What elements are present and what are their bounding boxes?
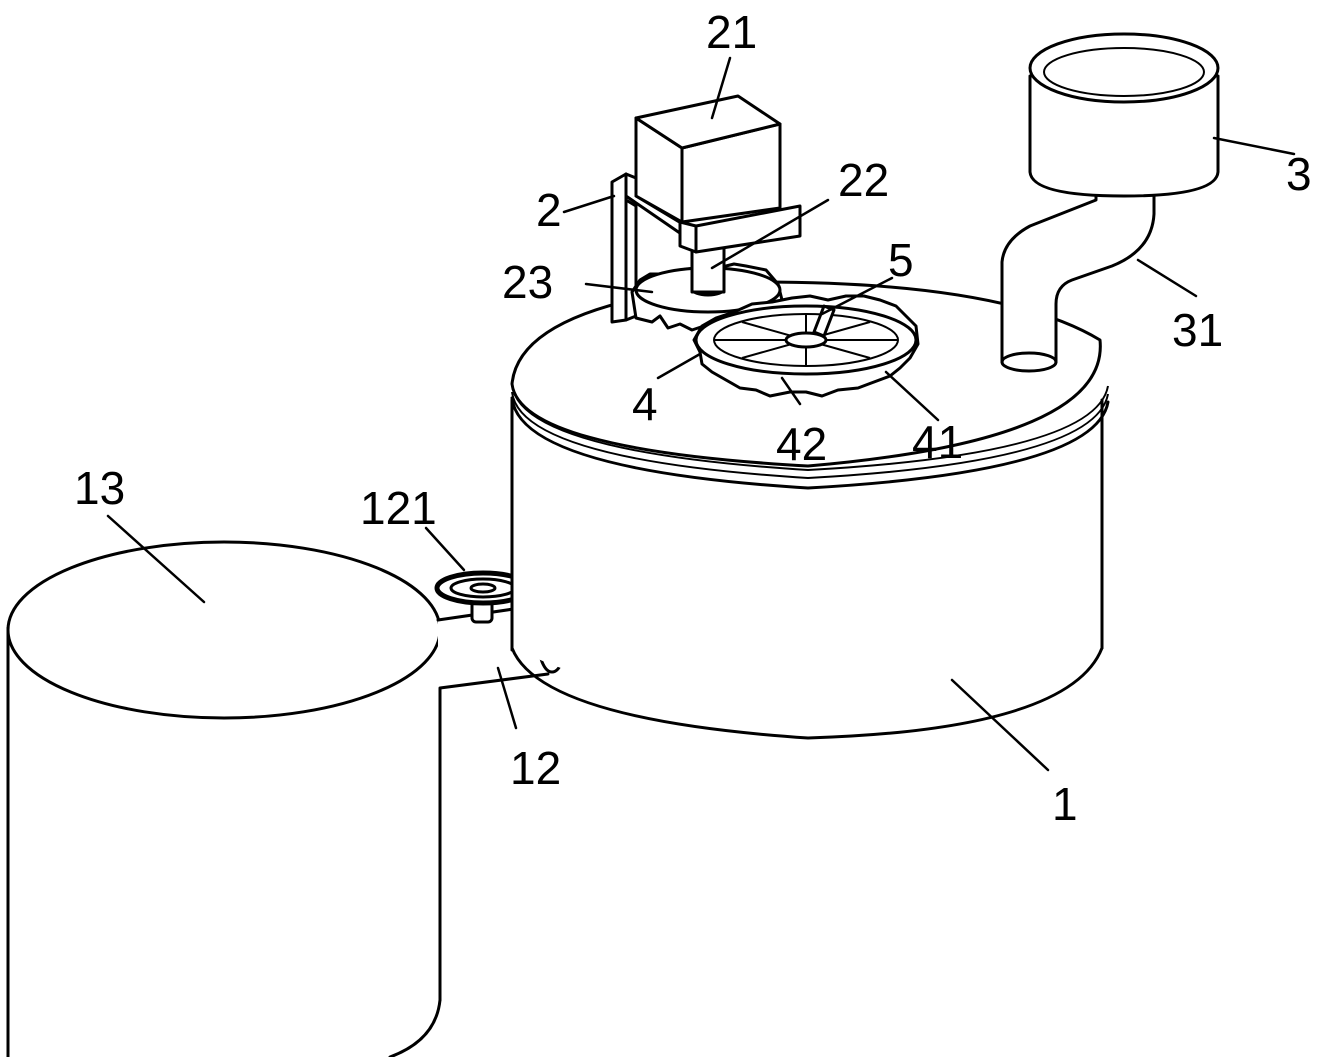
label-outlet-pipe: 12 bbox=[510, 742, 561, 794]
label-main-tank: 1 bbox=[1052, 778, 1078, 830]
label-valve: 121 bbox=[360, 482, 437, 534]
label-bracket: 2 bbox=[536, 184, 562, 236]
motor bbox=[634, 94, 802, 254]
label-shaft: 22 bbox=[838, 154, 889, 206]
leader-lines bbox=[106, 56, 1296, 772]
labels: 21 2 22 23 5 3 31 4 42 41 1 13 121 12 bbox=[74, 6, 1312, 830]
hopper bbox=[1028, 32, 1220, 198]
label-motor: 21 bbox=[706, 6, 757, 58]
collection-tank bbox=[6, 540, 442, 1057]
label-lid-gear: 42 bbox=[776, 418, 827, 470]
label-feed-pipe: 31 bbox=[1172, 304, 1223, 356]
label-gear-ring: 41 bbox=[912, 416, 963, 468]
label-drive-gear: 23 bbox=[502, 256, 553, 308]
label-lid: 4 bbox=[632, 378, 658, 430]
feed-pipe bbox=[1000, 178, 1156, 373]
gear-assembly bbox=[692, 294, 920, 398]
agitator-shaft bbox=[812, 304, 836, 338]
label-collection-tank: 13 bbox=[74, 462, 125, 514]
label-agitator-shaft: 5 bbox=[888, 234, 914, 286]
label-hopper: 3 bbox=[1286, 148, 1312, 200]
